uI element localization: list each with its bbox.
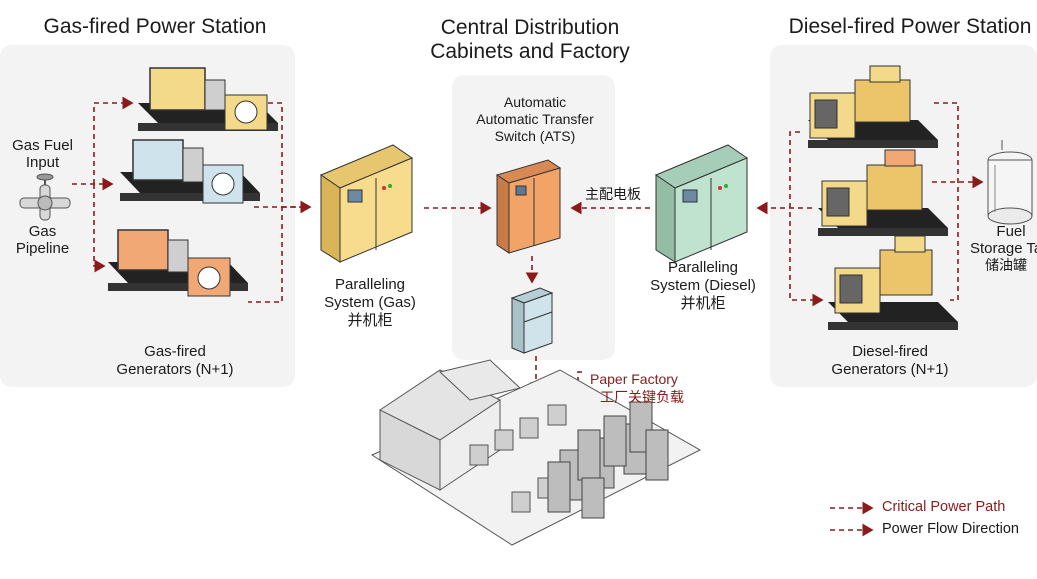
central-title-line1: Central Distribution — [440, 16, 620, 39]
main-board-label-cn: 主配电板 — [585, 186, 641, 202]
gas-paralleling-label-line1: Paralleling — [334, 276, 406, 293]
gas-valve-icon — [19, 173, 71, 221]
diesel-generator-3 — [828, 235, 958, 330]
gas-fuel-input-label-line2: Input — [25, 154, 60, 171]
legend-critical-label: Critical Power Path — [882, 499, 1006, 515]
gas-paralleling-cabinet — [319, 144, 414, 263]
diesel-paralleling-label-line2: System (Diesel) — [650, 277, 756, 294]
paper-factory-illustration — [370, 359, 702, 546]
central-title-line2: Cabinets and Factory — [430, 40, 630, 63]
gas-input-arrows — [72, 96, 312, 303]
ats-label-line1: Automatic — [503, 94, 567, 110]
gas-generators-label-line2: Generators (N+1) — [116, 361, 234, 378]
fuel-tank-icon — [987, 140, 1033, 225]
ats-label-line2: Automatic Transfer — [476, 111, 594, 127]
legend-flow-label: Power Flow Direction — [882, 521, 1019, 537]
paper-factory-label: Paper Factory — [590, 371, 678, 387]
gas-paralleling-label-line2: System (Gas) — [324, 294, 416, 311]
diesel-paralleling-cabinet — [654, 144, 749, 263]
gas-generator-2 — [120, 139, 260, 204]
fuel-tank-label-line1: Fuel — [996, 223, 1026, 240]
gas-pipeline-label-line1: Gas — [28, 223, 57, 240]
distribution-cabinet — [510, 287, 554, 354]
gas-fuel-input-label-line1: Gas Fuel — [12, 137, 73, 154]
gas-generator-3 — [108, 229, 248, 297]
gas-pipeline-label-line2: Pipeline — [15, 240, 70, 257]
ats-label-line3: Switch (ATS) — [494, 128, 576, 144]
diesel-paralleling-label-cn: 并机柜 — [680, 295, 726, 312]
fuel-tank-label-cn: 储油罐 — [985, 257, 1027, 273]
gas-paralleling-label-cn: 并机柜 — [347, 312, 393, 329]
diesel-station-title: Diesel-fired Power Station — [788, 15, 1032, 38]
ats-cabinet — [495, 159, 562, 254]
paper-factory-label-cn: 工厂关键负载 — [600, 389, 684, 405]
diesel-paralleling-label-line1: Paralleling — [667, 259, 739, 276]
fuel-tank-label-line2: Storage Ta — [970, 240, 1037, 257]
diesel-generator-1 — [808, 65, 938, 148]
diesel-arrows — [756, 102, 984, 307]
diesel-generators-label-line2: Generators (N+1) — [831, 361, 949, 378]
gas-station-title: Gas-fired Power Station — [43, 15, 267, 38]
gas-generator-1 — [138, 67, 278, 131]
diesel-generators-label-line1: Diesel-fired — [852, 343, 928, 360]
diesel-generator-2 — [818, 149, 948, 236]
gas-generators-label-line1: Gas-fired — [144, 343, 206, 360]
